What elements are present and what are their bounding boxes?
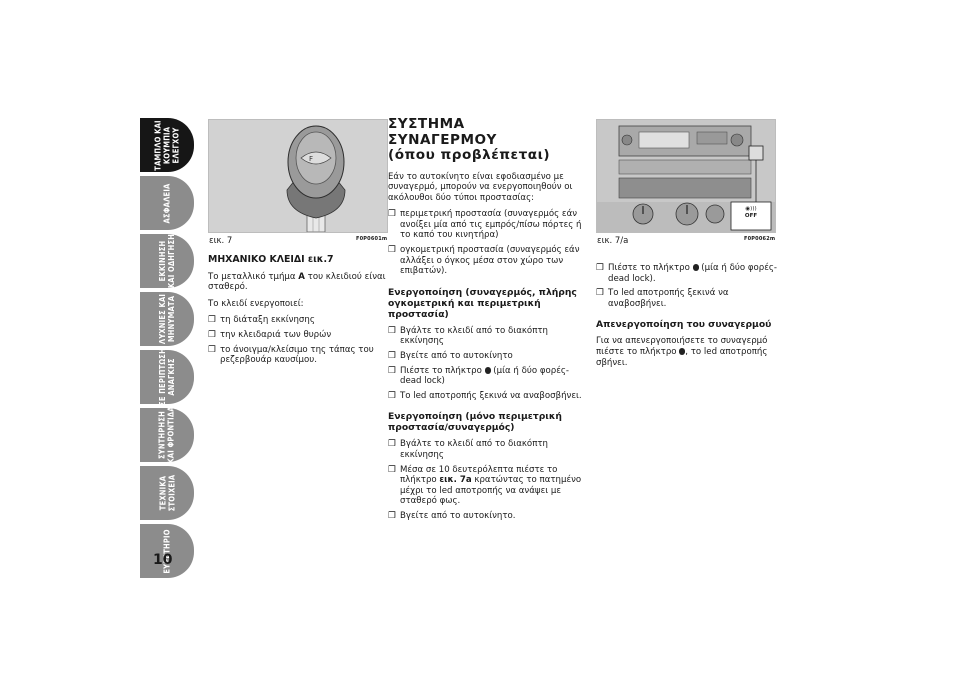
figure-key: F	[208, 119, 388, 233]
list-item: ❒Μέσα σε 10 δευτερόλεπτα πιέστε το πλήκτ…	[388, 464, 582, 507]
tab-starting-driving[interactable]: ΕΚΚΙΝΗΣΗ ΚΑΙ ΟΔΗΓΗΣΗ	[140, 234, 194, 288]
list-item: ❒περιμετρική προστασία (συναγερμός εάν α…	[388, 209, 582, 241]
figure-code: F0P0601m	[356, 236, 388, 242]
list-item: ❒Βγάλτε το κλειδί από το διακόπτη εκκίνη…	[388, 325, 548, 347]
checkbox-bullet-icon: ❒	[388, 325, 396, 336]
alarm-signal-icon: ◉)))	[745, 206, 757, 212]
tab-dashboard-controls[interactable]: ΤΑΜΠΛΟ ΚΑΙ ΚΟΥΜΠΙΑ ΕΛΕΓΧΟΥ	[140, 118, 194, 172]
checkbox-bullet-icon: ❒	[208, 315, 216, 326]
tab-safety[interactable]: ΑΣΦΑΛΕΙΑ	[140, 176, 194, 230]
tab-emergency[interactable]: ΣΕ ΠΕΡΙΠΤΩΣΗ ΑΝΑΓΚΗΣ	[140, 348, 194, 406]
lock-key-icon	[484, 366, 491, 374]
dashboard-illustration	[597, 120, 775, 232]
paragraph: Για να απενεργοποιήσετε το συναγερμό πιέ…	[596, 336, 768, 368]
list-item: ❒Το led αποτροπής ξεκινά να αναβοσβήνει.	[388, 390, 582, 401]
section-heading-mechanical-key: ΜΗΧΑΝΙΚΟ ΚΛΕΙΔΙ εικ.7	[208, 254, 334, 265]
checkbox-bullet-icon: ❒	[596, 263, 604, 273]
middle-column: ΣΥΣΤΗΜΑ ΣΥΝΑΓΕΡΜΟΥ (όπου προβλέπεται) Εά…	[388, 116, 584, 526]
svg-text:F: F	[309, 155, 313, 163]
list-item: ❒ογκομετρική προστασία (συναγερμός εάν α…	[388, 245, 580, 277]
figure-caption: εικ. 7/a	[597, 236, 629, 246]
list-item: ❒Βγάλτε το κλειδί από το διακόπτη εκκίνη…	[388, 439, 548, 460]
page-number: 10	[153, 552, 173, 568]
subheading-activation-perimeter: Ενεργοποίηση (μόνο περιμετρική προστασία…	[388, 411, 562, 434]
figure-caption: εικ. 7	[209, 236, 233, 246]
section-title-alarm: ΣΥΣΤΗΜΑ ΣΥΝΑΓΕΡΜΟΥ (όπου προβλέπεται)	[388, 116, 551, 163]
checkbox-bullet-icon: ❒	[388, 510, 396, 521]
unlock-key-icon	[679, 347, 686, 355]
paragraph: Εάν το αυτοκίνητο είναι εφοδιασμένο με σ…	[388, 171, 573, 203]
paragraph: Το κλειδί ενεργοποιεί:	[208, 298, 304, 309]
alarm-button-label: OFF	[744, 213, 758, 219]
key-illustration: F	[209, 120, 387, 232]
subheading-activation-full: Ενεργοποίηση (συναγερμός, πλήρης ογκομετ…	[388, 286, 577, 320]
alarm-button[interactable]: ◉))) OFF	[737, 206, 765, 220]
list-item: ❒τη διάταξη εκκίνησης	[208, 315, 315, 326]
figure-code: F0P0062m	[744, 236, 776, 242]
checkbox-bullet-icon: ❒	[388, 351, 396, 362]
checkbox-bullet-icon: ❒	[388, 439, 396, 450]
checkbox-bullet-icon: ❒	[388, 245, 396, 256]
tab-technical-data[interactable]: ΤΕΧΝΙΚΑ ΣΤΟΙΧΕΙΑ	[140, 466, 194, 520]
tab-maintenance[interactable]: ΣΥΝΤΗΡΗΣΗ ΚΑΙ ΦΡΟΝΤΙΔΑ	[140, 406, 194, 464]
right-column: ❒Πιέστε το πλήκτρο (μία ή δύο φορές-dead…	[596, 263, 778, 374]
list-item: ❒Πιέστε το πλήκτρο (μία ή δύο φορές-dead…	[596, 263, 778, 284]
tab-index[interactable]: ΕΥΡΕΤΗΡΙΟ	[140, 524, 194, 578]
figure-dashboard: ◉))) OFF	[596, 119, 776, 233]
checkbox-bullet-icon: ❒	[388, 464, 396, 475]
list-item: ❒την κλειδαριά των θυρών	[208, 329, 332, 340]
left-column: ΜΗΧΑΝΙΚΟ ΚΛΕΙΔΙ εικ.7 Το μεταλλικό τμήμα…	[208, 254, 388, 370]
checkbox-bullet-icon: ❒	[208, 329, 216, 340]
tab-warning-lights[interactable]: ΛΥΧΝΙΕΣ ΚΑΙ ΜΗΝΥΜΑΤΑ	[140, 292, 194, 346]
list-item: ❒Το led αποτροπής ξεκινά να αναβοσβήνει.	[596, 288, 729, 309]
checkbox-bullet-icon: ❒	[388, 365, 396, 376]
checkbox-bullet-icon: ❒	[388, 390, 396, 401]
checkbox-bullet-icon: ❒	[388, 209, 396, 220]
list-item: ❒Πιέστε το πλήκτρο (μία ή δύο φορές-dead…	[388, 365, 570, 387]
subheading-deactivation: Απενεργοποίηση του συναγερμού	[596, 319, 772, 331]
paragraph: Το μεταλλικό τμήμα A του κλειδιού είναι …	[208, 271, 386, 293]
checkbox-bullet-icon: ❒	[208, 344, 216, 355]
list-item: ❒το άνοιγμα/κλείσιμο της τάπας του ρεζερ…	[208, 344, 374, 366]
list-item: ❒Βγείτε από το αυτοκίνητο.	[388, 510, 516, 521]
lock-key-icon	[692, 264, 699, 271]
checkbox-bullet-icon: ❒	[596, 288, 604, 299]
list-item: ❒Βγείτε από το αυτοκίνητο	[388, 351, 513, 362]
